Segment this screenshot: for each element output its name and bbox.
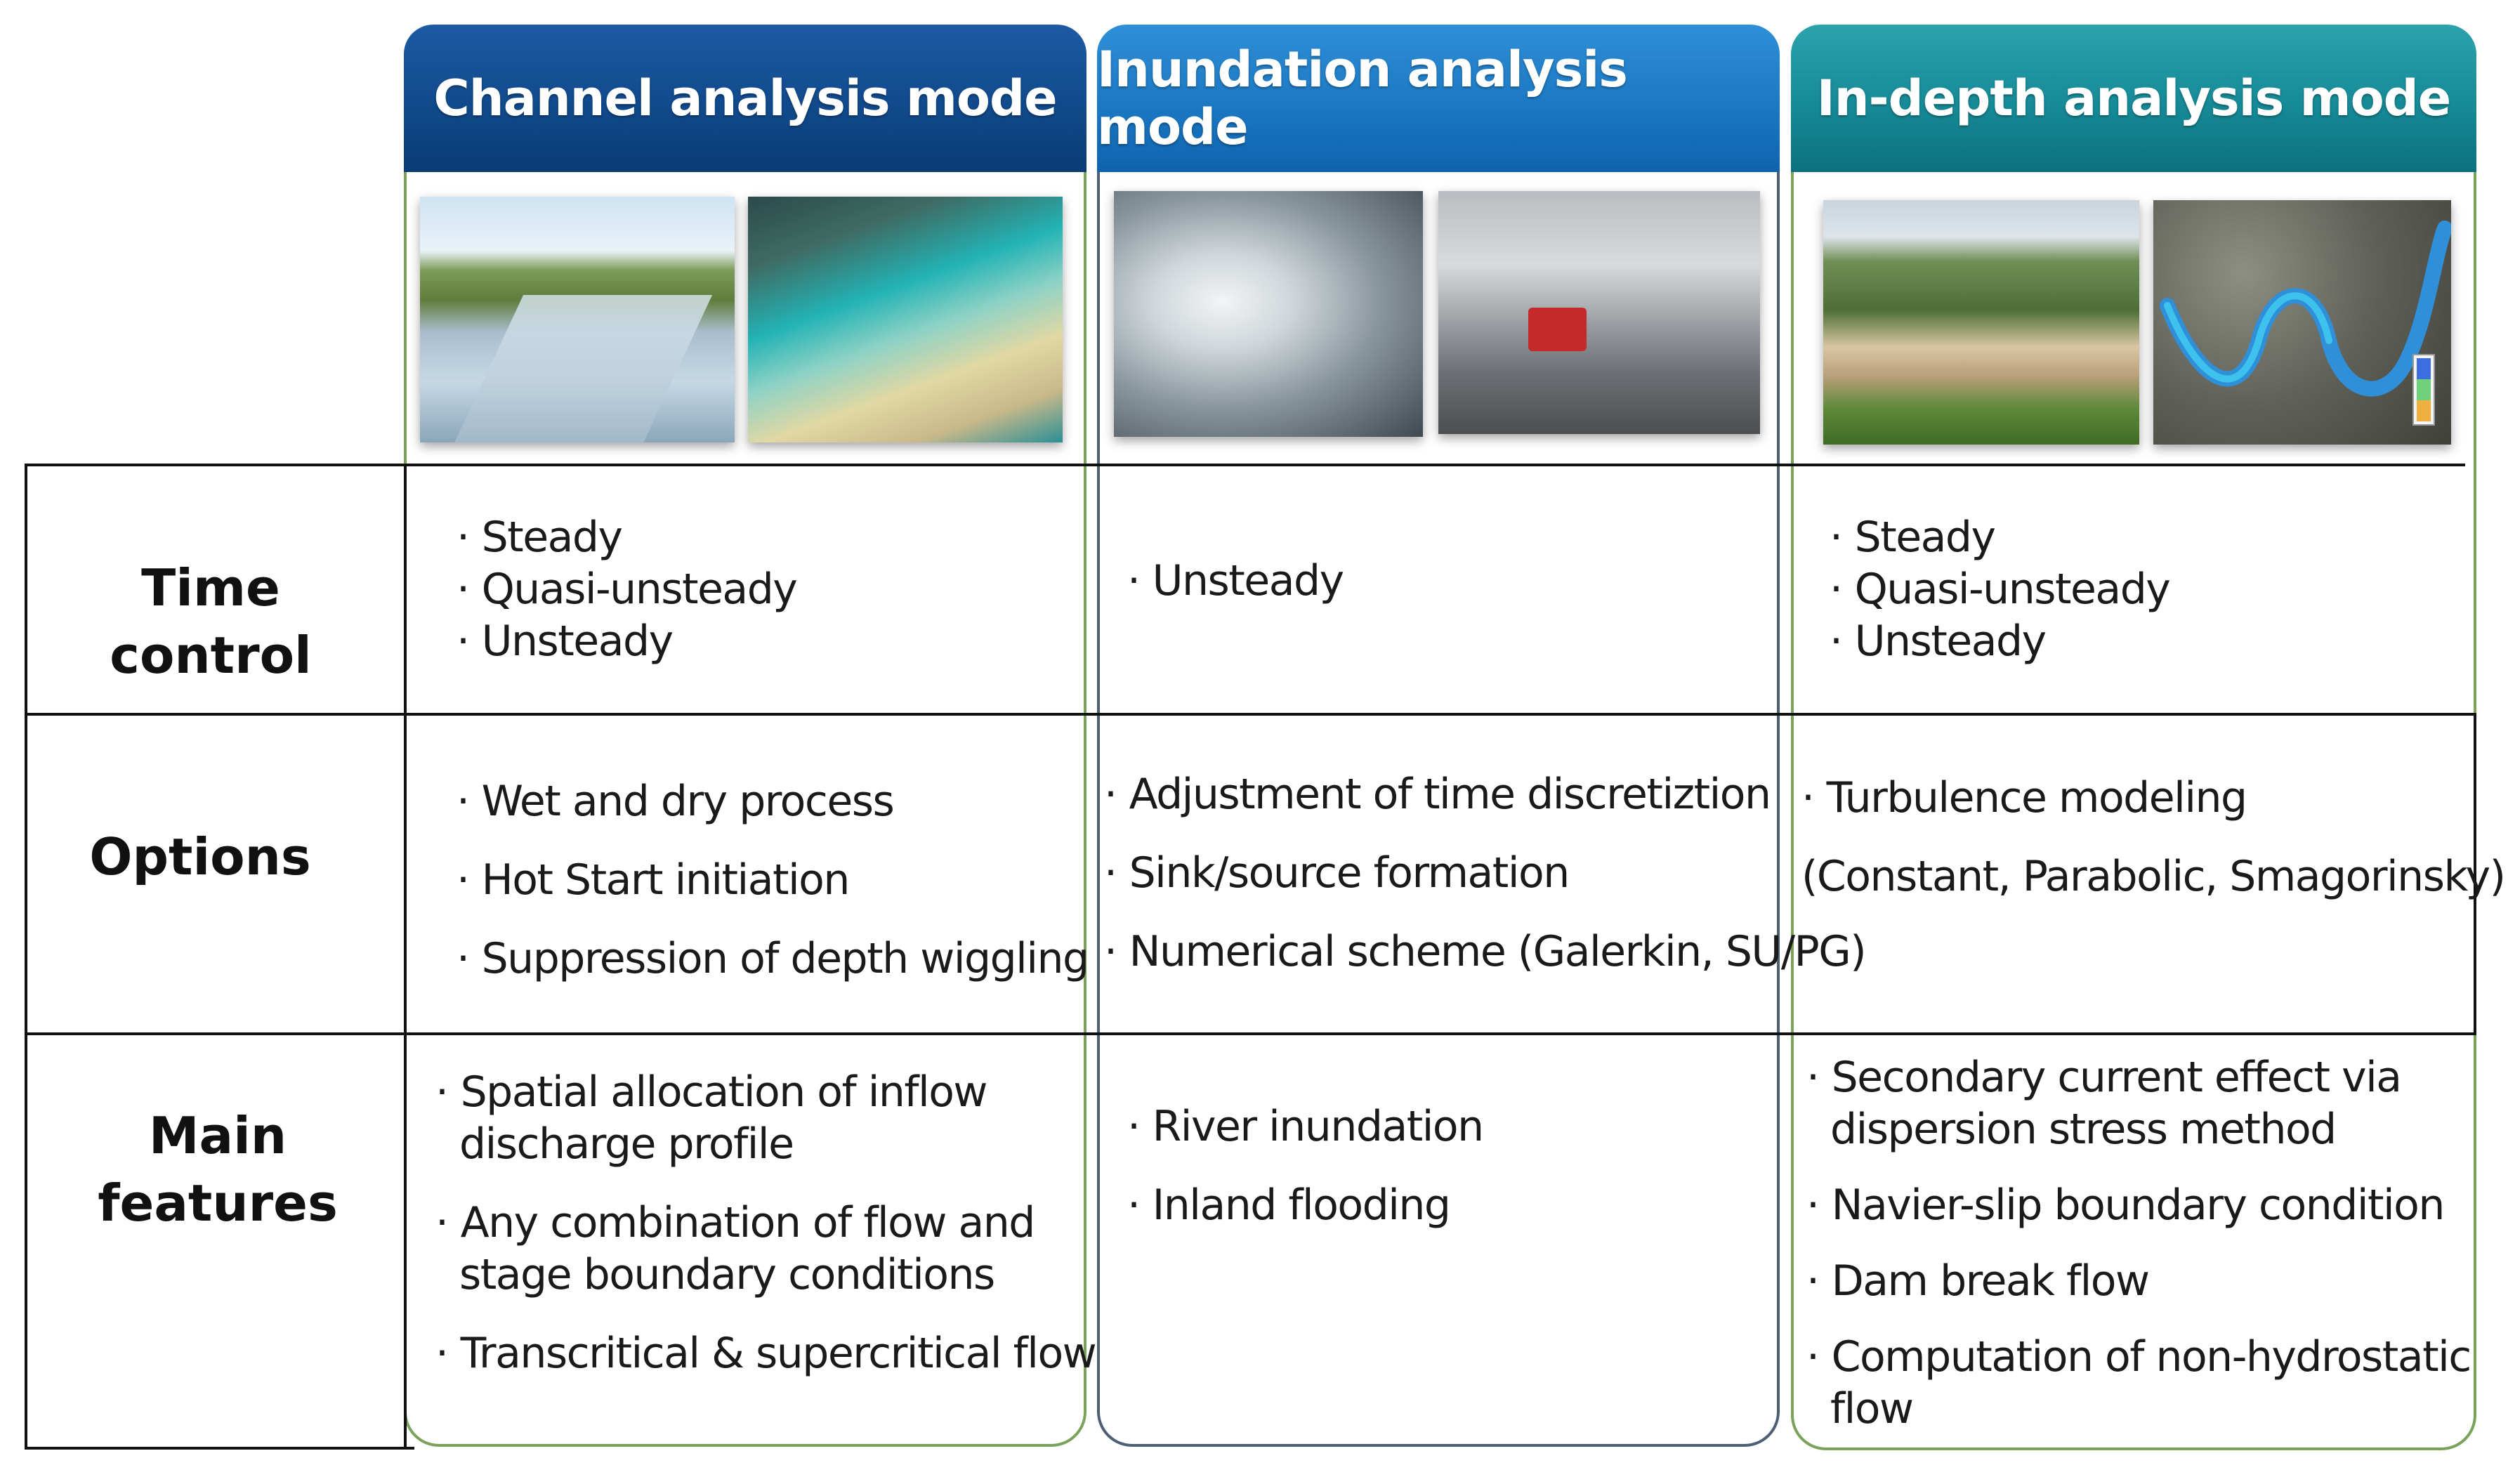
time-control-inundation: Unsteady bbox=[1127, 555, 1345, 607]
simulation-map-photo bbox=[2153, 200, 2451, 445]
time-control-channel: Steady Quasi-unsteady Unsteady bbox=[457, 511, 798, 667]
street-flooding-photo bbox=[1438, 191, 1760, 434]
grid-line-label-divider bbox=[404, 464, 407, 1450]
indepth-mode-header: In-depth analysis mode bbox=[1791, 25, 2476, 172]
row-label-time-control: Time control bbox=[110, 558, 312, 685]
list-item: Unsteady bbox=[457, 615, 796, 667]
options-indepth: Turbulence modeling (Constant, Parabolic… bbox=[1801, 759, 2506, 916]
list-item: Dam break flow bbox=[1806, 1255, 2471, 1307]
features-channel: Spatial allocation of inflow discharge p… bbox=[435, 1066, 1097, 1379]
list-item: Adjustment of time discretiztion bbox=[1104, 755, 1865, 834]
list-item: Spatial allocation of inflow bbox=[435, 1066, 1096, 1118]
list-item: Secondary current effect via bbox=[1806, 1051, 2471, 1103]
indepth-mode-title: In-depth analysis mode bbox=[1816, 70, 2452, 127]
list-item: Unsteady bbox=[1127, 555, 1345, 607]
list-item: Sink/source formation bbox=[1104, 834, 1865, 912]
grid-line-options-bottom bbox=[25, 1032, 2476, 1035]
grid-line-bottom bbox=[25, 1447, 414, 1450]
features-inundation: River inundation Inland flooding bbox=[1127, 1087, 1485, 1245]
list-item: Turbulence modeling bbox=[1801, 759, 2505, 837]
list-item: Numerical scheme (Galerkin, SU/PG) bbox=[1104, 912, 1867, 991]
options-channel: Wet and dry process Hot Start initiation… bbox=[457, 762, 1090, 998]
list-item-continuation: stage boundary conditions bbox=[459, 1250, 995, 1299]
list-item: Steady bbox=[457, 511, 796, 563]
list-item: Inland flooding bbox=[1127, 1166, 1483, 1245]
channel-mode-header: Channel analysis mode bbox=[404, 25, 1086, 172]
list-item: Unsteady bbox=[1830, 615, 2169, 667]
weir-dam-photo bbox=[1823, 200, 2139, 445]
list-item-continuation: flow bbox=[1830, 1384, 1914, 1433]
channel-mode-title: Channel analysis mode bbox=[433, 70, 1057, 127]
laboratory-flume-photo bbox=[748, 197, 1063, 442]
grid-line-left bbox=[25, 464, 27, 1450]
list-item: River inundation bbox=[1127, 1087, 1485, 1166]
inundation-mode-title: Inundation analysis mode bbox=[1097, 41, 1628, 156]
options-inundation: Adjustment of time discretiztion Sink/so… bbox=[1104, 755, 1867, 991]
row-label-main-features: Main features bbox=[98, 1106, 338, 1233]
row-label-options: Options bbox=[89, 827, 311, 886]
list-item: Hot Start initiation bbox=[457, 841, 1089, 919]
time-control-indepth: Steady Quasi-unsteady Unsteady bbox=[1830, 511, 2171, 667]
features-indepth: Secondary current effect via dispersion … bbox=[1806, 1051, 2471, 1435]
inundation-mode-header: Inundation analysis mode bbox=[1097, 25, 1780, 172]
list-item: Wet and dry process bbox=[457, 762, 1089, 841]
storm-wave-photo bbox=[1114, 191, 1423, 437]
list-item: Steady bbox=[1830, 511, 2169, 563]
list-item: Computation of non-hydrostatic bbox=[1806, 1331, 2472, 1383]
list-item-continuation: dispersion stress method bbox=[1830, 1105, 2337, 1154]
list-item: Quasi-unsteady bbox=[457, 563, 798, 615]
grid-line-top bbox=[25, 464, 2465, 466]
list-item: Any combination of flow and bbox=[435, 1197, 1096, 1249]
list-item: Suppression of depth wiggling bbox=[457, 919, 1090, 998]
river-channel-photo bbox=[420, 197, 735, 442]
list-item-continuation: (Constant, Parabolic, Smagorinsky) bbox=[1801, 852, 2506, 901]
list-item: Transcritical & supercritical flow bbox=[435, 1327, 1097, 1379]
grid-line-options-top bbox=[25, 713, 2476, 716]
list-item: Quasi-unsteady bbox=[1830, 563, 2171, 615]
grid-line-right-options bbox=[2474, 713, 2476, 1035]
list-item-continuation: discharge profile bbox=[459, 1119, 794, 1169]
list-item: Navier-slip boundary condition bbox=[1806, 1179, 2471, 1231]
river-path-icon bbox=[2160, 221, 2451, 426]
